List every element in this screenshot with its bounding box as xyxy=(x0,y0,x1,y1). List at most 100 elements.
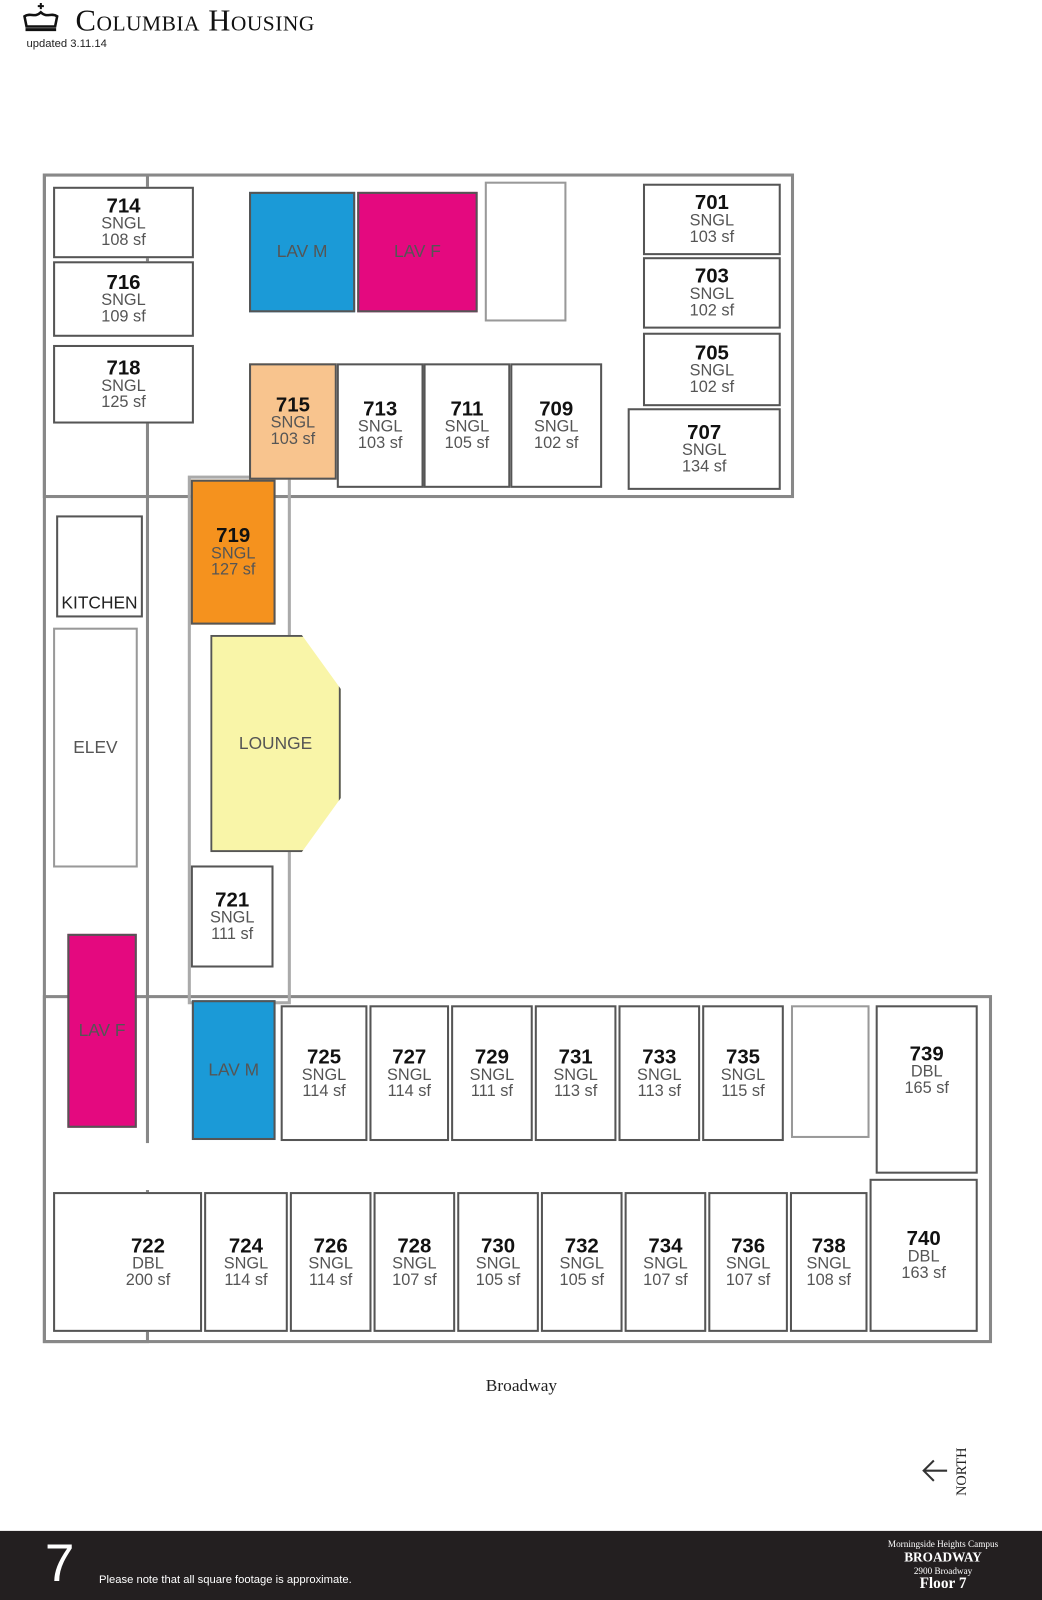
room-area: 114 sf xyxy=(387,1082,431,1100)
room-type: SNGL xyxy=(681,441,727,460)
room-area: 103 sf xyxy=(270,430,316,449)
room-area: 105 sf xyxy=(444,434,490,453)
room-number: 736 xyxy=(731,1234,766,1257)
room-number: 732 xyxy=(564,1234,599,1257)
room-type: SNGL xyxy=(210,545,256,563)
room-area: 111 sf xyxy=(211,925,254,944)
room-area: 115 sf xyxy=(721,1082,765,1100)
room-number: 734 xyxy=(648,1234,683,1257)
lavatory-men-north[interactable]: LAV M xyxy=(249,191,356,313)
room-type: SNGL xyxy=(301,1066,347,1084)
room-type: SNGL xyxy=(689,362,735,380)
lavatory-women-north[interactable]: LAV F xyxy=(357,191,478,313)
room-type: SNGL xyxy=(553,1066,598,1084)
room-type: DBL xyxy=(907,1248,940,1266)
room-area: 109 sf xyxy=(101,308,146,326)
room-type: SNGL xyxy=(806,1254,851,1273)
room-number: 716 xyxy=(106,271,141,294)
space-label: LOUNGE xyxy=(238,733,313,753)
room-type: SNGL xyxy=(720,1066,766,1084)
floor-label: Floor 7 xyxy=(919,1575,967,1593)
updated-date: updated 3.11.14 xyxy=(26,37,107,51)
room-number: 707 xyxy=(687,421,722,444)
room-number: 739 xyxy=(909,1043,944,1066)
room-number: 719 xyxy=(216,524,251,548)
room-type: SNGL xyxy=(387,1066,432,1084)
space-label: LAV F xyxy=(78,1020,126,1040)
building-info: Morningside Heights Campus BROADWAY 2900… xyxy=(878,1539,1009,1593)
room-area: 102 sf xyxy=(533,434,579,453)
room-area: 102 sf xyxy=(689,378,735,396)
room-number: 725 xyxy=(307,1045,342,1069)
floor-number: 7 xyxy=(44,1533,75,1594)
room-area: 105 sf xyxy=(559,1271,604,1289)
room-area: 113 sf xyxy=(637,1082,681,1100)
lavatory-women-south[interactable]: LAV F xyxy=(67,933,137,1128)
room-area: 114 sf xyxy=(302,1082,346,1100)
lavatory-men-south[interactable]: LAV M xyxy=(191,1000,276,1141)
room-number: 729 xyxy=(474,1045,509,1069)
room-number: 724 xyxy=(228,1234,263,1257)
room-area: 111 sf xyxy=(470,1082,513,1100)
room-number: 703 xyxy=(694,265,729,288)
space-label: ELEV xyxy=(73,737,118,757)
room-number: 735 xyxy=(725,1045,761,1069)
room-type: SNGL xyxy=(357,418,403,436)
room-number: 738 xyxy=(811,1234,846,1257)
room-area: 165 sf xyxy=(904,1079,949,1098)
corridor-south xyxy=(142,1143,986,1191)
room-type: SNGL xyxy=(475,1254,521,1273)
room-area: 105 sf xyxy=(475,1271,521,1289)
stairwell-south xyxy=(790,1005,870,1138)
room-number: 740 xyxy=(906,1227,941,1251)
room-type: SNGL xyxy=(101,291,146,310)
room-area: 200 sf xyxy=(125,1271,171,1289)
footer-bar: 7 Please note that all square footage is… xyxy=(0,1530,1042,1600)
room-area: 102 sf xyxy=(689,302,735,320)
space-label: LAV M xyxy=(208,1059,260,1080)
room-type: SNGL xyxy=(444,418,490,436)
kitchen[interactable]: KITCHEN xyxy=(56,515,143,618)
arrow-left-icon xyxy=(922,1459,948,1482)
north-label: NORTH xyxy=(954,1447,971,1496)
room-type: SNGL xyxy=(469,1066,515,1084)
room-area: 103 sf xyxy=(357,434,403,453)
room-type: SNGL xyxy=(689,212,735,230)
room-type: DBL xyxy=(910,1063,943,1081)
room-number: 722 xyxy=(130,1234,166,1257)
lounge[interactable]: LOUNGE xyxy=(210,634,341,853)
elevator: ELEV xyxy=(53,627,138,868)
room-number: 731 xyxy=(558,1045,593,1069)
room-type: SNGL xyxy=(725,1254,771,1273)
